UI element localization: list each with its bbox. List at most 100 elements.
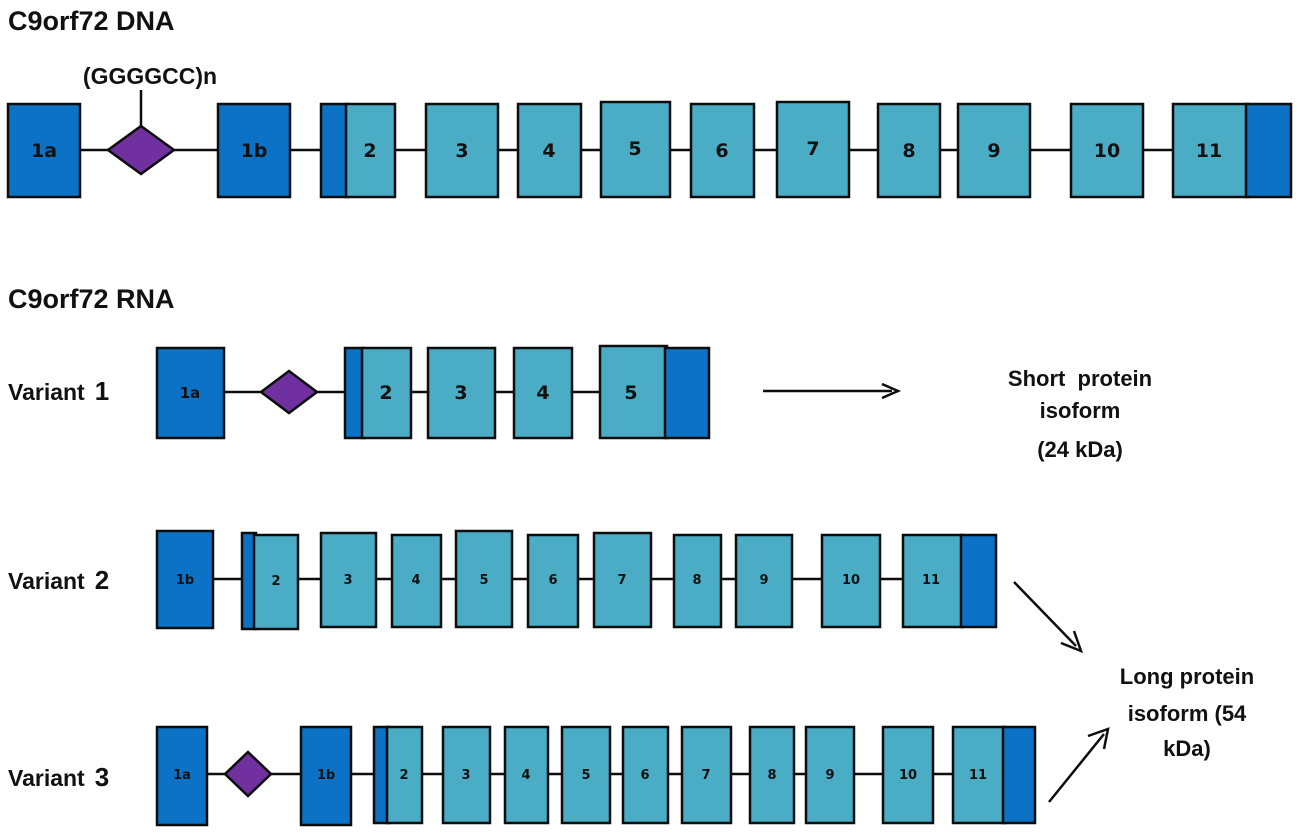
exon-10: 10: [820, 533, 882, 629]
exon-label: 1a: [31, 140, 57, 162]
exon-label: 1b: [317, 768, 335, 783]
exon-label: 5: [479, 573, 488, 588]
exon-2: 2: [319, 102, 397, 199]
exon-label: 4: [411, 573, 420, 588]
variant-3-label: Variant 3: [8, 762, 109, 792]
exon-9: 9: [804, 725, 856, 825]
exon-5: 5: [599, 100, 672, 199]
exon-label: 8: [767, 768, 776, 783]
exon-label: 2: [399, 768, 408, 783]
exon-label: 7: [701, 768, 710, 783]
variant-number: 3: [95, 762, 109, 792]
exon-1a: 1a: [155, 725, 209, 827]
exon-label: 5: [581, 768, 590, 783]
exon-1b: 1b: [299, 725, 353, 827]
exon-label: 10: [1094, 140, 1120, 162]
exon-label: 2: [363, 140, 376, 162]
arrow-variant-2-to-long-isoform: [1013, 581, 1084, 654]
rna-title: C9orf72 RNA: [8, 284, 175, 314]
variant-2-row: Variant 2 1b 2 3 4 5 6 7: [8, 529, 998, 631]
outcome-line: isoform: [1040, 398, 1121, 423]
exon-6: 6: [621, 725, 670, 825]
exon-7: 7: [592, 531, 653, 629]
exon-11: 11: [1171, 102, 1293, 199]
repeat-expansion-diamond: [223, 750, 273, 798]
exon-label: 7: [806, 138, 819, 160]
exon-10: 10: [881, 725, 935, 825]
exon-label: 6: [548, 573, 557, 588]
exon-label: 6: [640, 768, 649, 783]
exon-7: 7: [680, 725, 733, 825]
exon-11: 11: [901, 533, 998, 629]
exon-1b: 1b: [155, 529, 215, 630]
exon-label: 10: [842, 573, 860, 588]
exon-8: 8: [672, 533, 723, 629]
exon-label: 9: [825, 768, 834, 783]
exon-6: 6: [526, 533, 580, 629]
exon-11: 11: [951, 725, 1037, 825]
outcome-line: (24 kDa): [1037, 437, 1123, 462]
exon-5: 5: [454, 529, 514, 629]
exon-4: 4: [516, 102, 583, 199]
outcome-line: Short protein: [1008, 366, 1152, 391]
exon-label: 5: [624, 382, 637, 404]
exon-label: 9: [987, 140, 1000, 162]
exon-7: 7: [775, 100, 851, 199]
exon-label: 2: [271, 574, 280, 589]
exon-9: 9: [734, 533, 794, 629]
exon-label: 10: [899, 768, 917, 783]
exon-label: 9: [759, 573, 768, 588]
short-protein-isoform: Short protein isoform (24 kDa): [1008, 366, 1152, 462]
long-protein-isoform: Long protein isoform (54 kDa): [1120, 664, 1254, 761]
exon-8: 8: [748, 725, 796, 825]
exon-label: 3: [343, 573, 352, 588]
exon-3: 3: [319, 531, 378, 629]
variant-word: Variant: [8, 568, 85, 594]
repeat-expansion-diamond: [105, 124, 177, 176]
exon-label: 3: [455, 140, 468, 162]
exon-label: 3: [461, 768, 470, 783]
outcome-line: Long protein: [1120, 664, 1254, 689]
exon-2: 2: [240, 531, 300, 631]
variant-3-row: Variant 3 1a 1b 2 3 4 5 6: [8, 725, 1037, 827]
exon-label: 8: [692, 573, 701, 588]
exon-4: 4: [503, 725, 550, 825]
exon-1a: 1a: [6, 102, 82, 199]
exon-label: 1a: [173, 768, 191, 783]
exon-2: 2: [372, 725, 424, 825]
exon-3: 3: [426, 346, 497, 440]
variant-number: 2: [95, 565, 109, 595]
exon-label: 11: [969, 768, 987, 783]
variant-word: Variant: [8, 765, 85, 791]
exon-label: 4: [536, 382, 549, 404]
exon-3: 3: [424, 102, 500, 199]
arrow-variant-3-to-long-isoform: [1048, 727, 1110, 803]
exon-label: 4: [521, 768, 530, 783]
exon-label: 2: [379, 382, 392, 404]
exon-label: 4: [542, 140, 555, 162]
variant-word: Variant: [8, 379, 85, 405]
exon-label: 11: [922, 573, 940, 588]
dna-title: C9orf72 DNA: [8, 6, 175, 36]
exon-1a: 1a: [155, 346, 226, 440]
exon-10: 10: [1069, 102, 1145, 199]
exon-5: 5: [598, 344, 711, 440]
exon-label: 7: [617, 573, 626, 588]
exon-8: 8: [876, 102, 942, 199]
exon-9: 9: [956, 102, 1032, 199]
outcome-line: isoform (54: [1128, 701, 1247, 726]
exon-label: 3: [454, 382, 467, 404]
repeat-label: (GGGGCC)n: [83, 63, 217, 89]
exon-6: 6: [689, 102, 756, 199]
variant-2-label: Variant 2: [8, 565, 109, 595]
outcome-line: kDa): [1163, 736, 1211, 761]
exon-label: 1b: [241, 140, 268, 162]
exon-label: 1a: [180, 384, 201, 402]
exon-label: 8: [902, 140, 915, 162]
exon-label: 11: [1196, 140, 1222, 162]
exon-5: 5: [560, 725, 612, 825]
exon-3: 3: [441, 725, 492, 825]
exon-label: 1b: [176, 573, 194, 588]
